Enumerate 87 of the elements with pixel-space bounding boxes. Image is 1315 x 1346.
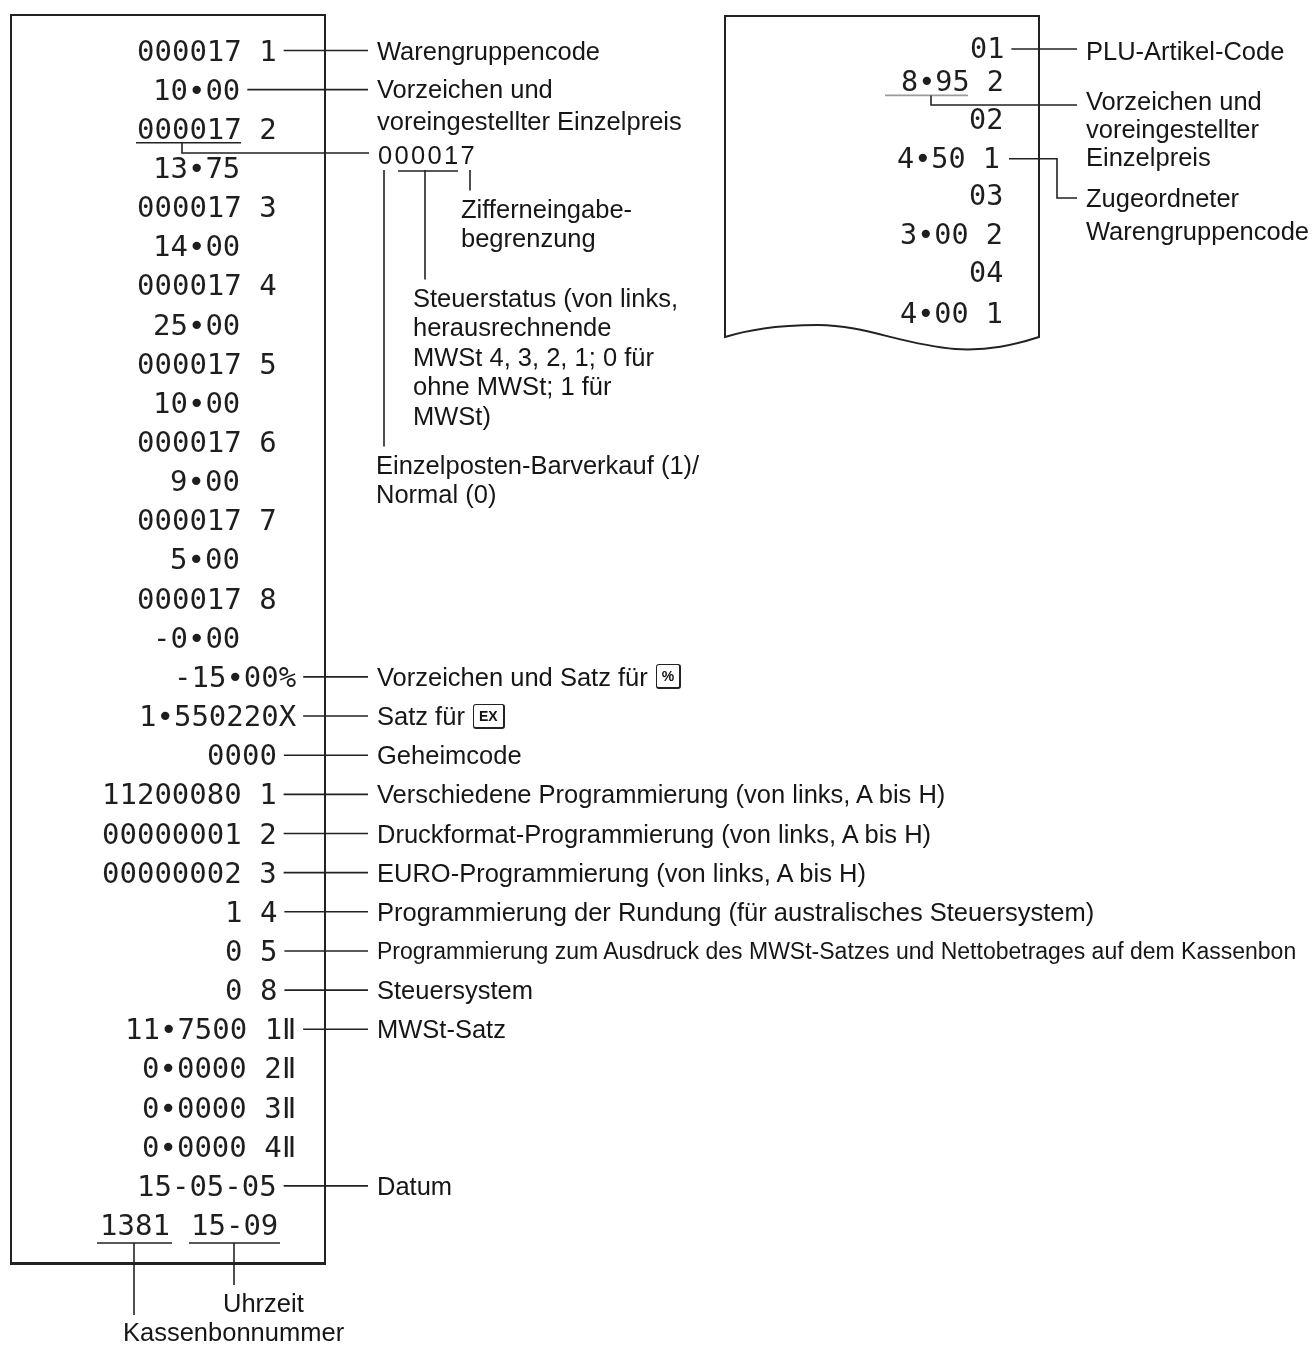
leader-line xyxy=(930,94,1078,106)
annotation-label: Satz für xyxy=(377,701,465,732)
receipt-line: 10•00 xyxy=(153,389,241,416)
annotation-label: Warengruppencode xyxy=(377,35,601,66)
receipt-line: 04 xyxy=(969,259,1004,286)
receipt-line: 4•50 1 xyxy=(897,145,1000,172)
receipt-line: 000017 6 xyxy=(137,429,277,455)
receipt-line: 000017 4 xyxy=(137,272,277,299)
receipt-line: 0•0000 3Ⅱ xyxy=(142,1094,296,1121)
receipt-line: 1 4 xyxy=(225,898,278,925)
receipt-line: 5•00 xyxy=(170,546,240,573)
receipt-line: 02 xyxy=(969,106,1004,133)
receipt-line: 8•95 2 xyxy=(901,69,1004,96)
leader-line xyxy=(283,989,369,991)
leader-line xyxy=(469,169,471,192)
annotation-label: Programmierung zum Ausdruck des MWSt-Satzes und Nettobetrages auf dem Kassenbon xyxy=(377,935,1297,966)
leader-line xyxy=(282,832,369,835)
receipt-line: 000017 8 xyxy=(137,585,277,612)
receipt-line: 15-05-05 xyxy=(137,1172,277,1199)
receipt-line: 00000002 3 xyxy=(102,859,277,886)
key-cap: EX xyxy=(472,703,505,729)
leader-line xyxy=(282,871,369,874)
annotation-label: EURO-Programmierung (von links, A bis H) xyxy=(377,857,866,888)
receipt-line: 9•00 xyxy=(170,468,240,495)
receipt-line: 01 xyxy=(970,36,1005,62)
receipt-line: 11•7500 1Ⅱ xyxy=(125,1016,297,1043)
annotation-label: Verschiedene Programmierung (von links, A bis H) xyxy=(377,779,946,810)
receipt-line: 000017 5 xyxy=(137,350,277,377)
receipt-line: 000017 1 xyxy=(137,37,277,64)
leader-line xyxy=(283,754,369,756)
annotation-label: Einzelposten-Barverkauf (1)/ Normal (0) xyxy=(376,450,716,510)
receipt-slip xyxy=(10,14,326,1265)
receipt-line: 4•00 1 xyxy=(900,300,1003,327)
receipt-line: 000017 7 xyxy=(137,507,277,534)
leader-line xyxy=(246,88,369,91)
annotation-label: Programmierung der Rundung (für australisches Steuersystem) xyxy=(377,896,1095,927)
leader-line xyxy=(133,1242,135,1316)
leader-line xyxy=(302,715,369,717)
receipt-line: 0 8 xyxy=(225,977,278,1004)
leader-line xyxy=(302,1028,369,1031)
leader-line xyxy=(283,950,369,952)
leader-line xyxy=(424,169,426,281)
receipt-line: 03 xyxy=(969,183,1004,209)
receipt-line: 13•75 xyxy=(153,154,241,181)
receipt-line: 00000001 2 xyxy=(102,820,277,847)
receipt-line: 000017 2 xyxy=(137,114,277,143)
receipt-line: 1•550220X xyxy=(139,703,297,730)
leader-line xyxy=(283,911,369,913)
annotation-label: Geheimcode xyxy=(377,740,522,771)
leader-line xyxy=(282,49,369,52)
receipt-line: 11200080 1 xyxy=(102,781,277,808)
annotation-label: Steuersystem xyxy=(377,975,533,1006)
receipt-line: 1381 xyxy=(100,1207,170,1243)
leader-line xyxy=(1010,48,1078,50)
receipt-line: 10•00 xyxy=(153,76,241,103)
receipt-line: 3•00 2 xyxy=(900,222,1003,248)
receipt-line: -0•00 xyxy=(153,624,241,651)
leader-line xyxy=(181,142,370,154)
leader-line xyxy=(383,169,385,448)
annotation-label: Vorzeichen und Satz für xyxy=(377,661,648,692)
leader-line xyxy=(1008,158,1078,199)
receipt-line: 0•0000 2Ⅱ xyxy=(142,1055,296,1082)
leader-line xyxy=(233,1242,235,1286)
annotation-label: Zugeordneter Warengruppencode xyxy=(1086,181,1315,248)
annotation-label: Zifferneingabe- begrenzung xyxy=(461,194,646,253)
receipt-line: -15•00% xyxy=(174,663,297,690)
annotation-label: Druckformat-Programmierung (von links, A bis H) xyxy=(377,818,932,849)
leader-line xyxy=(282,793,369,796)
annotation-label: Vorzeichen und voreingestellter Einzelpreis xyxy=(1086,87,1286,171)
annotation-label: Steuerstatus (von links, herausrechnende MWSt 4, 3, 2, 1; 0 für ohne MWSt; 1 für MWSt) xyxy=(413,283,687,431)
receipt-line: 0 5 xyxy=(225,937,278,964)
receipt-line: 15-09 xyxy=(191,1207,279,1243)
annotation-label: Datum xyxy=(377,1170,453,1201)
key-cap: % xyxy=(655,664,682,690)
annotation-label: PLU-Artikel-Code xyxy=(1086,36,1285,66)
annotation-label: Vorzeichen und voreingestellter Einzelpreis xyxy=(377,73,695,137)
receipt-line: 14•00 xyxy=(153,233,241,260)
annotation-label: Uhrzeit xyxy=(223,1289,304,1317)
annotation-label: Kassenbonnummer xyxy=(123,1319,345,1345)
leader-line xyxy=(282,1185,369,1187)
receipt-line: 000017 3 xyxy=(137,194,277,221)
receipt-line: 25•00 xyxy=(153,311,241,338)
receipt-line: 0000 xyxy=(207,742,277,769)
receipt-line: 0•0000 4Ⅱ xyxy=(142,1133,296,1160)
annotation-label: MWSt-Satz xyxy=(377,1014,506,1045)
digit-code-label: 000017 xyxy=(378,140,477,170)
leader-line xyxy=(302,676,369,678)
